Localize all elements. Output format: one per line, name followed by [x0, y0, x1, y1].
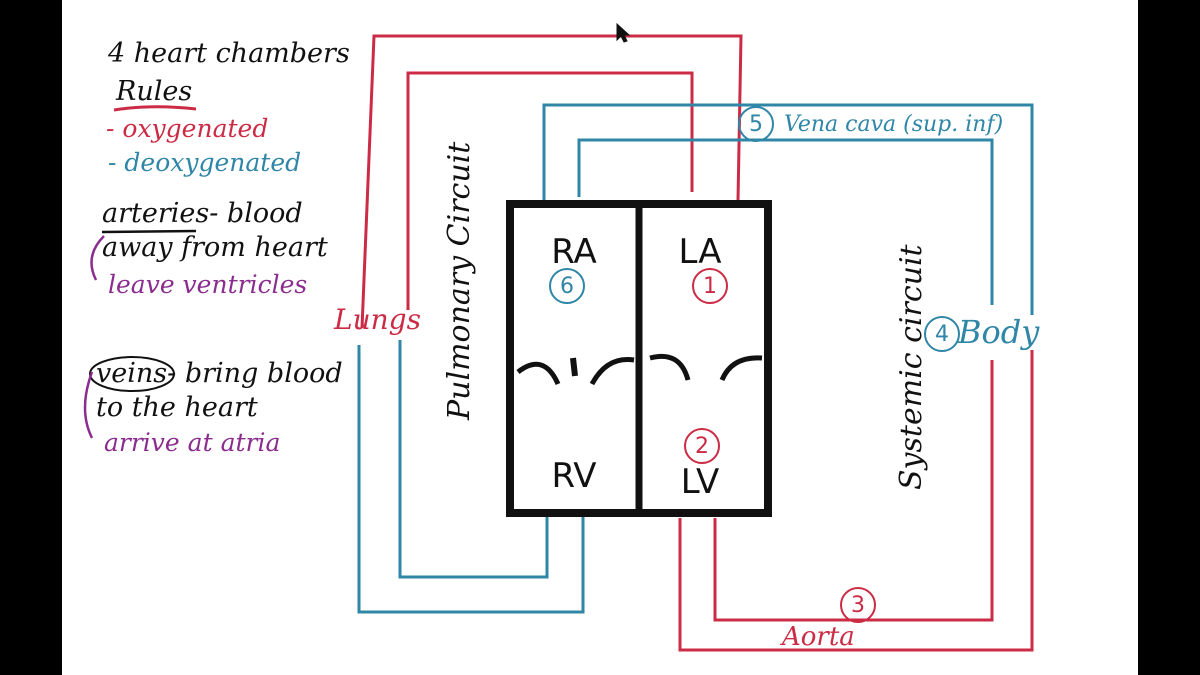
- arteries-rest: - blood: [209, 198, 303, 229]
- arteries-word: arteries: [102, 198, 210, 229]
- systemic-circuit-label: Systemic circuit: [894, 244, 929, 490]
- step-5-vena-cava: 5: [738, 106, 774, 142]
- pulmonary-vein-inner: [406, 71, 694, 310]
- tricuspid-valve-mid: [570, 357, 578, 377]
- step-6-ra: 6: [549, 268, 585, 304]
- veins-bracket: [83, 371, 94, 439]
- veins-word: veins: [96, 358, 168, 389]
- arteries-line-3: leave ventricles: [108, 270, 308, 299]
- mitral-valve-right: [719, 355, 763, 382]
- pulmonary-circuit-label: Pulmonary Circuit: [442, 141, 477, 420]
- circulation-diagram: [83, 22, 1034, 652]
- arteries-line-2: away from heart: [102, 232, 328, 263]
- notes-title: 4 heart chambers: [108, 38, 350, 69]
- veins-line-3: arrive at atria: [104, 428, 281, 457]
- vena-cava-label: Vena cava (sup. inf): [784, 112, 1004, 137]
- lungs-label: Lungs: [334, 303, 421, 336]
- notes-rules: Rules: [116, 76, 193, 107]
- step-3-aorta: 3: [840, 587, 876, 623]
- veins-definition: veins- bring blood: [96, 360, 343, 387]
- tricuspid-valve-right: [589, 357, 635, 386]
- chamber-lv: LV: [680, 462, 720, 502]
- veins-line-2: to the heart: [96, 392, 258, 423]
- mitral-valve-left: [649, 353, 691, 381]
- aorta-outer: [678, 350, 1034, 652]
- arteries-bracket: [90, 235, 105, 281]
- legend-oxygenated: - oxygenated: [106, 114, 269, 143]
- step-1-la: 1: [692, 268, 728, 304]
- rules-underline: [113, 105, 197, 112]
- pulmonary-artery-inner: [398, 340, 549, 579]
- arteries-definition: arteries- blood: [102, 200, 303, 227]
- step-2-lv: 2: [684, 428, 720, 464]
- tricuspid-valve-left: [516, 361, 561, 386]
- aorta-label: Aorta: [782, 622, 855, 652]
- body-label: Body: [958, 313, 1040, 351]
- mouse-cursor-icon: [616, 22, 631, 43]
- aorta-inner: [713, 360, 994, 622]
- veins-rest: - bring blood: [167, 358, 343, 389]
- vena-cava-outer: [542, 103, 1034, 315]
- chamber-la: LA: [678, 232, 722, 272]
- chamber-ra: RA: [551, 232, 597, 272]
- whiteboard: 4 heart chambers Rules - oxygenated - de…: [62, 0, 1138, 675]
- pulmonary-artery-outer: [357, 345, 585, 614]
- step-4-body: 4: [924, 316, 960, 352]
- chamber-rv: RV: [551, 456, 597, 496]
- vena-cava-inner: [577, 138, 994, 305]
- arteries-underline: [101, 229, 197, 234]
- legend-deoxygenated: - deoxygenated: [108, 148, 302, 177]
